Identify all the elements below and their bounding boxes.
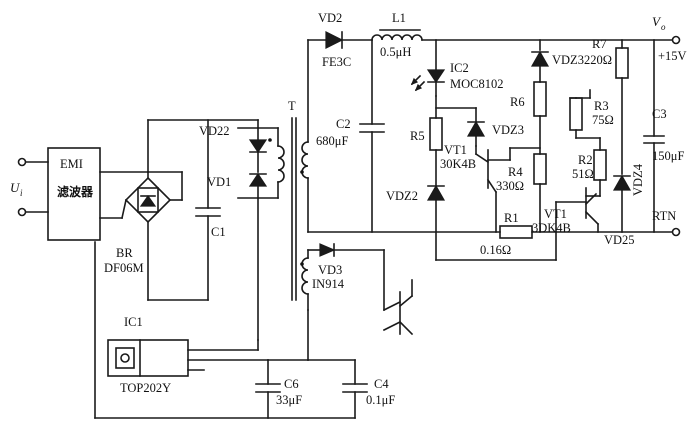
c6-label: C6 xyxy=(284,377,299,391)
transformer-label: T xyxy=(288,99,296,113)
transformer-secondary xyxy=(300,39,309,233)
vo-label: V xyxy=(652,14,662,29)
ic2-optocoupler xyxy=(410,39,446,97)
zener-vdz2 xyxy=(426,184,557,261)
vdz2-label: VDZ2 xyxy=(386,189,418,203)
c4-val-label: 0.1μF xyxy=(366,393,395,407)
primary-return xyxy=(94,241,356,419)
inductor-l1 xyxy=(371,29,673,41)
emi-cn-label: 滤波器 xyxy=(57,184,94,199)
c4-label: C4 xyxy=(374,377,389,391)
capacitor-c3 xyxy=(643,39,665,233)
r4-val-label: 330Ω xyxy=(496,179,524,193)
r3-label: R3 xyxy=(594,99,609,113)
capacitor-c4 xyxy=(307,359,368,419)
vd1-label: VD1 xyxy=(207,175,231,189)
r4-label: R4 xyxy=(508,165,523,179)
br-part-label: DF06M xyxy=(104,261,144,275)
vd25-label: VD25 xyxy=(604,233,635,247)
input-terminals xyxy=(17,157,49,217)
vt1a-part-label: 30K4B xyxy=(440,157,476,171)
rtn-label: RTN xyxy=(652,209,676,223)
r2-label: R2 xyxy=(578,153,593,167)
r5-label: R5 xyxy=(410,129,425,143)
vt1a-label: VT1 xyxy=(444,143,467,157)
zener-vdz3-b xyxy=(530,39,550,83)
input-voltage-sub: i xyxy=(20,188,23,198)
zener-vdz4 xyxy=(612,174,632,233)
vd22-label: VD22 xyxy=(199,124,230,138)
c3-label: C3 xyxy=(652,107,667,121)
resistor-r7 xyxy=(589,39,629,175)
c2-val-label: 680μF xyxy=(316,134,348,148)
primary-rails xyxy=(147,119,259,301)
vdz3b-label: VDZ3 xyxy=(552,53,584,67)
capacitor-c2 xyxy=(359,39,385,233)
resistor-r2 xyxy=(593,137,607,197)
plus15-label: +15V xyxy=(658,49,687,63)
output-terminals xyxy=(671,35,681,237)
bias-transistor xyxy=(382,279,414,336)
resistor-r4 xyxy=(533,153,547,233)
r2-val-label: 51Ω xyxy=(572,167,594,181)
capacitor-c1 xyxy=(195,119,221,301)
vd3-label: VD3 xyxy=(318,263,342,277)
r3-val-label: 75Ω xyxy=(592,113,614,127)
c2-label: C2 xyxy=(336,117,351,131)
ic1-label: IC1 xyxy=(124,315,143,329)
zener-vdz3-a xyxy=(435,107,486,147)
transformer-primary xyxy=(257,138,285,341)
transistor-vt1-b xyxy=(555,187,601,233)
r1-label: R1 xyxy=(504,211,519,225)
vd3-part-label: IN914 xyxy=(312,277,345,291)
r1-val-label: 0.16Ω xyxy=(480,243,511,257)
transformer-core xyxy=(291,117,297,301)
bridge-rectifier-br xyxy=(99,171,183,301)
transistor-vt1-a xyxy=(474,145,541,233)
resistor-r5 xyxy=(429,95,443,187)
capacitor-c6 xyxy=(255,309,309,419)
ic2-label: IC2 xyxy=(450,61,469,75)
ic1-part-label: TOP202Y xyxy=(120,381,171,395)
vt1b-label: VT1 xyxy=(544,207,567,221)
vd2-label: VD2 xyxy=(318,11,342,25)
diode-vd3 xyxy=(307,243,385,311)
l1-val-label: 0.5μH xyxy=(380,45,411,59)
r7-val-label: 220Ω xyxy=(584,53,612,67)
ic1-top202y xyxy=(107,339,269,377)
ic2-part-label: MOC8102 xyxy=(450,77,503,91)
c6-val-label: 33μF xyxy=(276,393,302,407)
r7-label: R7 xyxy=(592,37,607,51)
r6-label: R6 xyxy=(510,95,525,109)
c3-val-label: 150μF xyxy=(652,149,684,163)
vo-sub: o xyxy=(661,22,666,32)
l1-label: L1 xyxy=(392,11,406,25)
vdz4-label: VDZ4 xyxy=(631,163,645,196)
c1-label: C1 xyxy=(211,225,226,239)
resistor-r3 xyxy=(569,97,601,139)
br-label: BR xyxy=(116,246,133,260)
vdz3a-label: VDZ3 xyxy=(492,123,524,137)
resistor-r1 xyxy=(499,225,533,239)
diode-vd2 xyxy=(307,31,373,49)
input-voltage-label: U xyxy=(10,180,21,195)
vt1b-part-label: 3DK4B xyxy=(532,221,571,235)
clamp-diodes xyxy=(237,119,279,199)
emi-filter xyxy=(47,147,101,241)
resistor-r6 xyxy=(533,81,547,155)
emi-label: EMI xyxy=(60,157,83,171)
transformer-bias xyxy=(300,249,309,311)
vd2-part-label: FE3C xyxy=(322,55,351,69)
